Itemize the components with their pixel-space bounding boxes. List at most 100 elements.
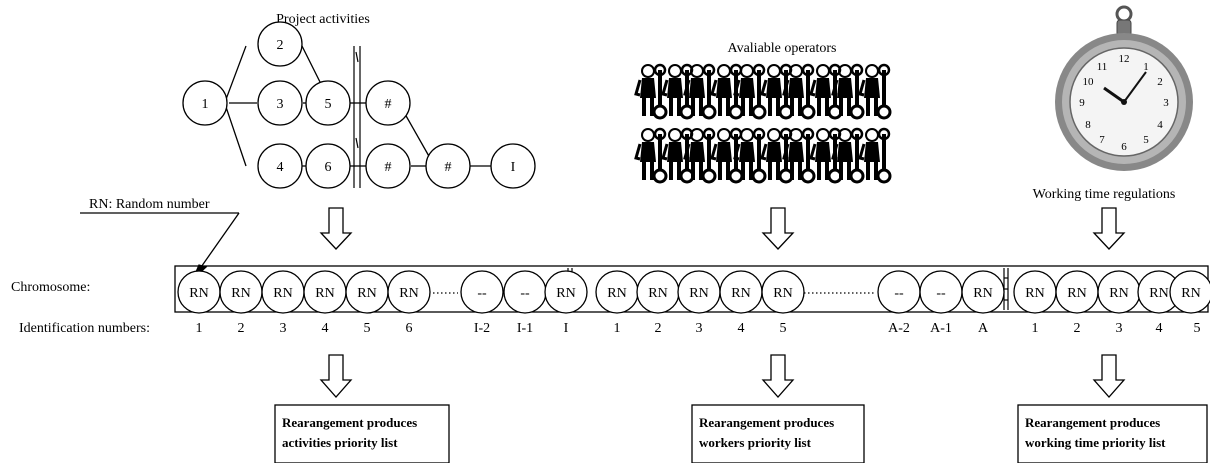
gap-label: -- [936, 286, 946, 301]
gene-label: RN [973, 286, 992, 301]
svg-text:8: 8 [1085, 119, 1091, 131]
gene-circle [544, 270, 588, 314]
node-hash-2-label: # [385, 160, 392, 175]
node-hash-3 [425, 143, 471, 189]
gene-circle [761, 270, 805, 314]
gene-label: RN [1109, 286, 1128, 301]
gene-label: RN [231, 286, 250, 301]
node-3 [257, 80, 303, 126]
workers-result-box: Rearangement produces workers priority l… [691, 404, 865, 463]
svg-text:6: 6 [1121, 141, 1127, 153]
gene-label: RN [1025, 286, 1044, 301]
arrow-time-down [1092, 207, 1126, 250]
gene-label: RN [607, 286, 626, 301]
identification-number: A [978, 321, 989, 336]
gap-label: -- [894, 286, 904, 301]
node-hash-2 [365, 143, 411, 189]
operator-icon [710, 63, 744, 120]
gene-label: RN [273, 286, 292, 301]
node-4 [257, 143, 303, 189]
identification-number: 4 [738, 321, 745, 336]
identification-number: 3 [696, 321, 703, 336]
project-activities-title: Project activities [276, 12, 370, 27]
operators-grid [634, 63, 892, 184]
identification-number: 5 [780, 321, 787, 336]
svg-text:1: 1 [1143, 61, 1149, 73]
node-I [490, 143, 536, 189]
workers-box-line-1: Rearangement produces [699, 415, 834, 430]
node-2-label: 2 [277, 38, 284, 53]
identification-number: A-1 [930, 321, 952, 336]
gene-label: RN [1067, 286, 1086, 301]
svg-text:7: 7 [1099, 134, 1105, 146]
input-arrows [319, 207, 1126, 250]
edge-1-2 [224, 45, 247, 103]
gene-label: RN [556, 286, 575, 301]
edge-h1-h3 [404, 113, 431, 159]
gene-label: RN [648, 286, 667, 301]
gene-label: RN [689, 286, 708, 301]
gene-label: RN [1149, 286, 1168, 301]
identification-number: I [564, 321, 569, 336]
operator-icon [710, 127, 744, 184]
operator-icon [634, 63, 668, 120]
identification-number: I-2 [474, 321, 490, 336]
node-5 [305, 80, 351, 126]
gene-label: RN [1181, 286, 1200, 301]
operator-icon [858, 127, 892, 184]
identification-number: 2 [238, 321, 245, 336]
gene-circle [961, 270, 1005, 314]
workers-box-line-2: workers priority list [699, 435, 812, 450]
arrow-time-result [1092, 354, 1126, 398]
node-4-label: 4 [277, 160, 284, 175]
gene-label: RN [315, 286, 334, 301]
activities-result-box: Rearangement produces activities priorit… [274, 404, 450, 463]
node-hash-1-label: # [385, 97, 392, 112]
identification-number: 3 [280, 321, 287, 336]
identification-number: 1 [614, 321, 621, 336]
arrow-activities-result [319, 354, 353, 398]
operator-icon [661, 127, 695, 184]
network-node-labels: 1 2 3 4 5 6 # # # I [202, 38, 516, 175]
gene-label: RN [731, 286, 750, 301]
working-time-title: Working time regulations [1033, 187, 1176, 202]
operators-title: Avaliable operators [728, 41, 837, 56]
operator-icon [661, 63, 695, 120]
svg-text:2: 2 [1157, 76, 1163, 88]
time-result-box: Rearangement produces working time prior… [1017, 404, 1208, 463]
node-2 [257, 21, 303, 67]
output-arrows [319, 354, 1126, 398]
time-box-line-2: working time priority list [1025, 435, 1166, 450]
identification-number: 3 [1116, 321, 1123, 336]
svg-text:10: 10 [1083, 76, 1095, 88]
node-hash-1 [365, 80, 411, 126]
gap-label: -- [477, 286, 487, 301]
identification-number: 5 [1194, 321, 1201, 336]
node-3-label: 3 [277, 97, 284, 112]
network-break [353, 46, 361, 188]
operator-icon [809, 63, 843, 120]
identification-number: 2 [1074, 321, 1081, 336]
node-6 [305, 143, 351, 189]
arrow-activities-down [319, 207, 353, 250]
operator-icon [760, 63, 794, 120]
gene-circle [387, 270, 431, 314]
node-I-label: I [511, 160, 516, 175]
identification-number: 6 [406, 321, 413, 336]
identification-number: A-2 [888, 321, 910, 336]
arrow-workers-result [761, 354, 795, 398]
network-nodes [182, 21, 536, 189]
identification-number: 1 [196, 321, 203, 336]
svg-text:5: 5 [1143, 134, 1149, 146]
pocket-watch-icon: 12 3 6 9 1 2 4 5 7 8 10 11 [1055, 5, 1193, 171]
arrow-operators-down [761, 207, 795, 250]
gap-label: -- [520, 286, 530, 301]
operator-icon [760, 127, 794, 184]
activities-box-line-2: activities priority list [282, 435, 398, 450]
activities-box-line-1: Rearangement produces [282, 415, 417, 430]
gene-circle [1169, 270, 1210, 314]
gene-label: RN [773, 286, 792, 301]
identification-number: 1 [1032, 321, 1039, 336]
